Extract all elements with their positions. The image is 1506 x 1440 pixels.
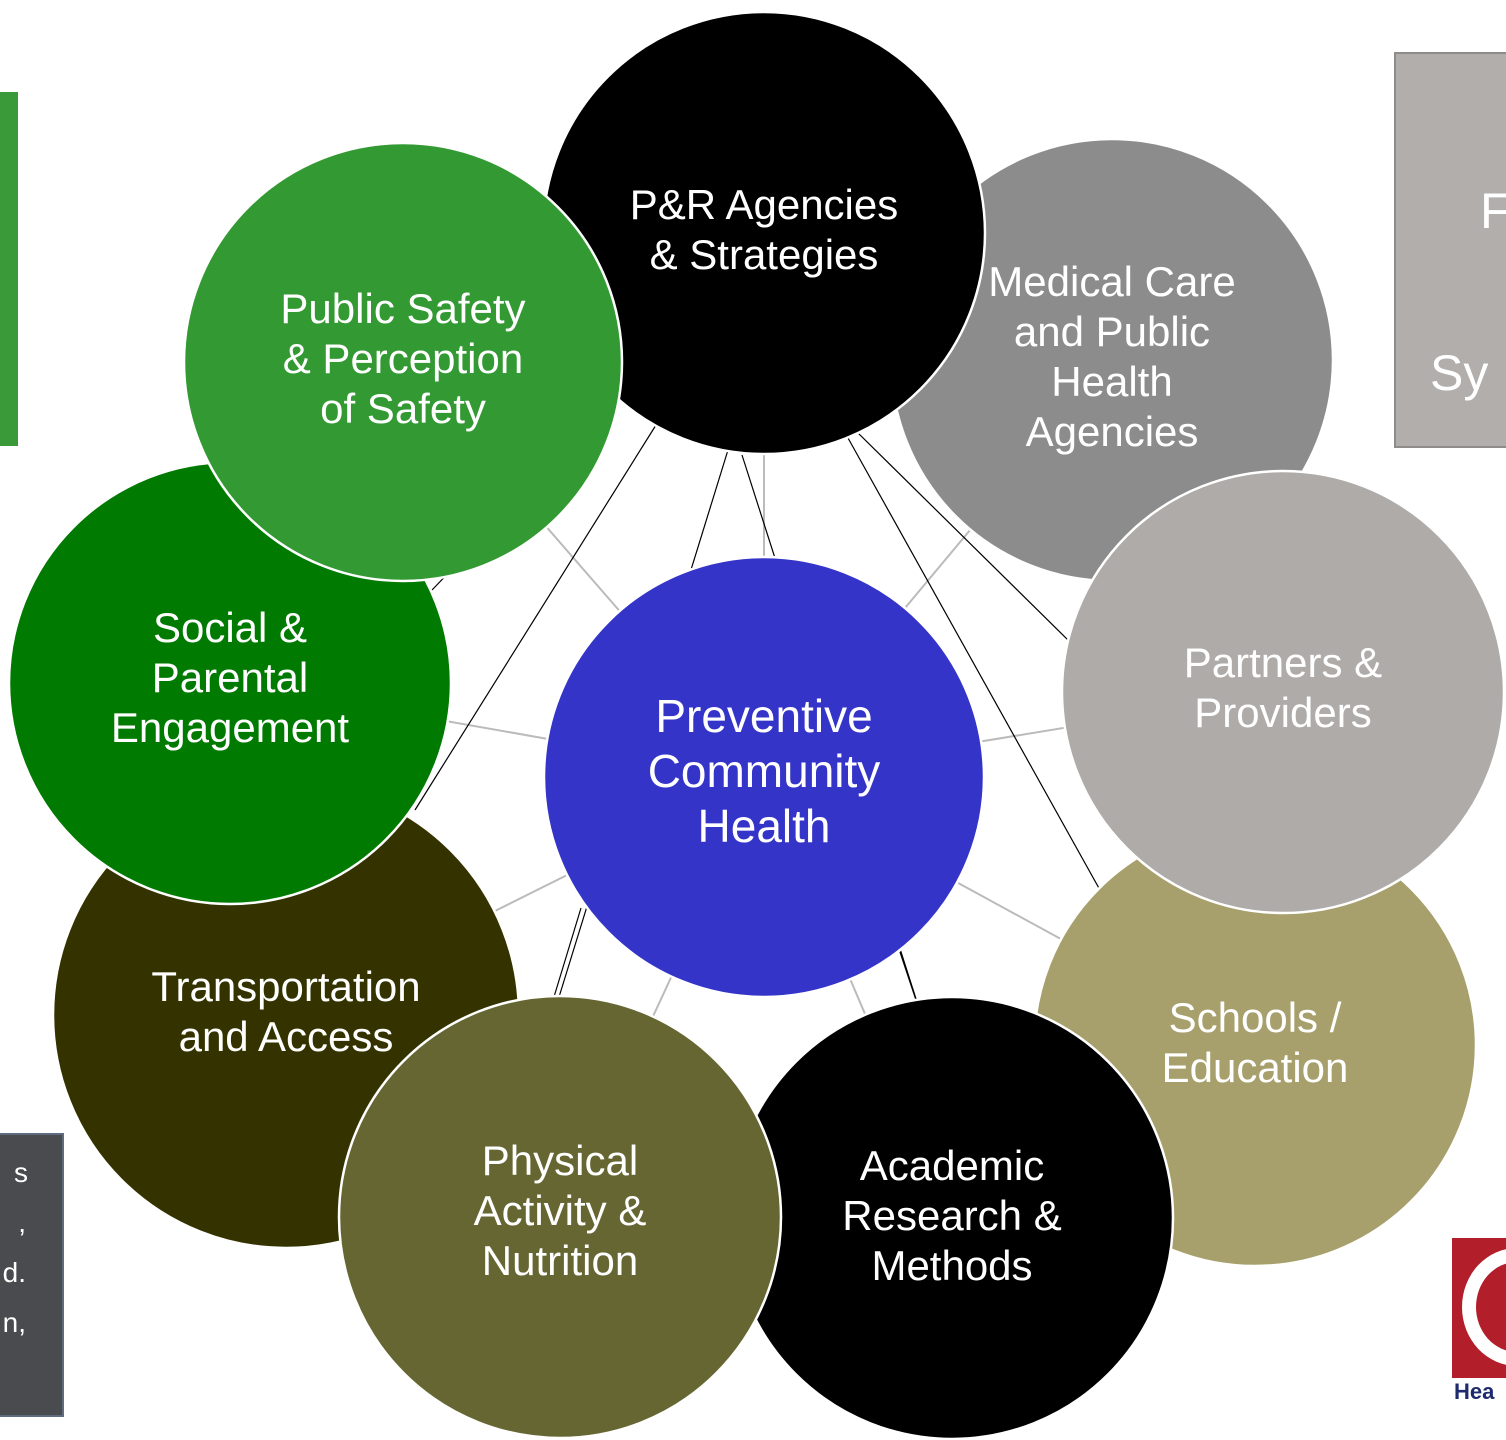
node-label-pr-agencies-line-2: & Strategies	[650, 231, 879, 278]
node-label-medical-care-line-2: and Public	[1014, 308, 1210, 355]
node-label-center-line-3: Health	[698, 800, 831, 852]
node-label-physical-activity-line-2: Activity &	[474, 1187, 647, 1234]
node-label-center-line-2: Community	[648, 745, 881, 797]
node-label-physical-activity-line-3: Nutrition	[482, 1237, 638, 1284]
node-partners-providers: Partners &Providers	[1060, 469, 1506, 915]
node-circle-physical-activity	[337, 994, 783, 1440]
node-label-public-safety-line-1: Public Safety	[280, 285, 525, 332]
spoke-black-7	[899, 951, 919, 1007]
node-label-medical-care-line-3: Health	[1051, 358, 1172, 405]
dark-panel-line-3: d.	[2, 1257, 26, 1288]
spoke-black-0	[414, 424, 657, 811]
node-label-social-parental-line-3: Engagement	[111, 704, 350, 751]
node-circle-center	[542, 555, 986, 999]
node-pr-agencies: P&R Agencies& Strategies	[541, 10, 987, 456]
node-label-partners-providers-line-2: Providers	[1194, 689, 1371, 736]
node-label-medical-care-line-4: Agencies	[1026, 408, 1199, 455]
node-label-academic-research-line-3: Methods	[871, 1242, 1032, 1289]
node-label-schools-education-line-2: Education	[1162, 1044, 1349, 1091]
logo-red-block	[1452, 1238, 1506, 1378]
node-label-social-parental-line-1: Social &	[153, 604, 307, 651]
node-label-academic-research-line-1: Academic	[860, 1142, 1044, 1189]
node-circle-partners-providers	[1060, 469, 1506, 915]
gray-side-panel: F Sy	[1394, 52, 1506, 448]
node-label-pr-agencies-line-1: P&R Agencies	[630, 181, 899, 228]
spoke-black-5	[854, 429, 1071, 643]
dark-side-panel: s , d. n,	[0, 1133, 64, 1417]
node-label-social-parental-line-2: Parental	[152, 654, 308, 701]
node-label-transportation-line-2: and Access	[179, 1013, 394, 1060]
spoke-black-4	[847, 437, 1101, 891]
node-label-transportation-line-1: Transportation	[151, 963, 420, 1010]
gray-panel-line-1: F	[1480, 183, 1506, 239]
node-circle-public-safety	[182, 141, 624, 583]
node-label-medical-care-line-1: Medical Care	[988, 258, 1235, 305]
dark-panel-line-1: s	[14, 1157, 28, 1188]
node-label-public-safety-line-3: of Safety	[320, 385, 486, 432]
node-label-physical-activity-line-1: Physical	[482, 1137, 638, 1184]
green-side-panel	[0, 92, 18, 446]
node-label-public-safety-line-2: & Perception	[283, 335, 523, 382]
gray-panel-line-3: Sy	[1430, 345, 1489, 401]
node-label-partners-providers-line-1: Partners &	[1184, 639, 1382, 686]
dark-panel-line-2: ,	[18, 1207, 26, 1238]
dark-panel-line-4: n,	[2, 1307, 26, 1338]
logo-wordmark: Hea	[1454, 1379, 1495, 1404]
node-label-academic-research-line-2: Research &	[842, 1192, 1061, 1239]
spoke-black-6	[549, 907, 582, 1011]
organization-logo: Hea	[1452, 1238, 1506, 1408]
node-label-schools-education-line-1: Schools /	[1169, 994, 1342, 1041]
node-label-center-line-1: Preventive	[655, 690, 872, 742]
